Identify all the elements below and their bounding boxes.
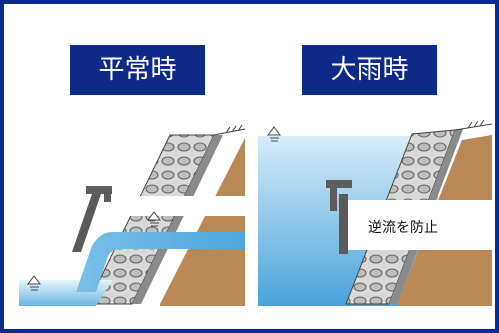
ground-hatch-left xyxy=(213,124,246,136)
normal-panel xyxy=(19,124,246,306)
water-level-marker-right xyxy=(267,126,281,142)
water-level-marker-left-1 xyxy=(147,211,161,227)
soil-left xyxy=(160,138,245,306)
water-level-marker-left-2 xyxy=(27,275,41,291)
gate-flap-right xyxy=(326,180,352,254)
ground-hatch-right xyxy=(454,119,493,131)
heavy-rain-panel: 逆流を防止 xyxy=(258,119,493,306)
concrete-strip-left xyxy=(132,135,223,304)
gate-flap-left xyxy=(72,186,112,252)
heavy-rain-label: 大雨時 xyxy=(302,45,437,95)
drain-pipe-left xyxy=(76,232,245,292)
pipe-opening-left xyxy=(100,196,245,216)
normal-time-label: 平常時 xyxy=(70,45,205,95)
pipe-opening-right xyxy=(348,200,492,250)
backflow-prevention-text: 逆流を防止 xyxy=(368,220,438,236)
